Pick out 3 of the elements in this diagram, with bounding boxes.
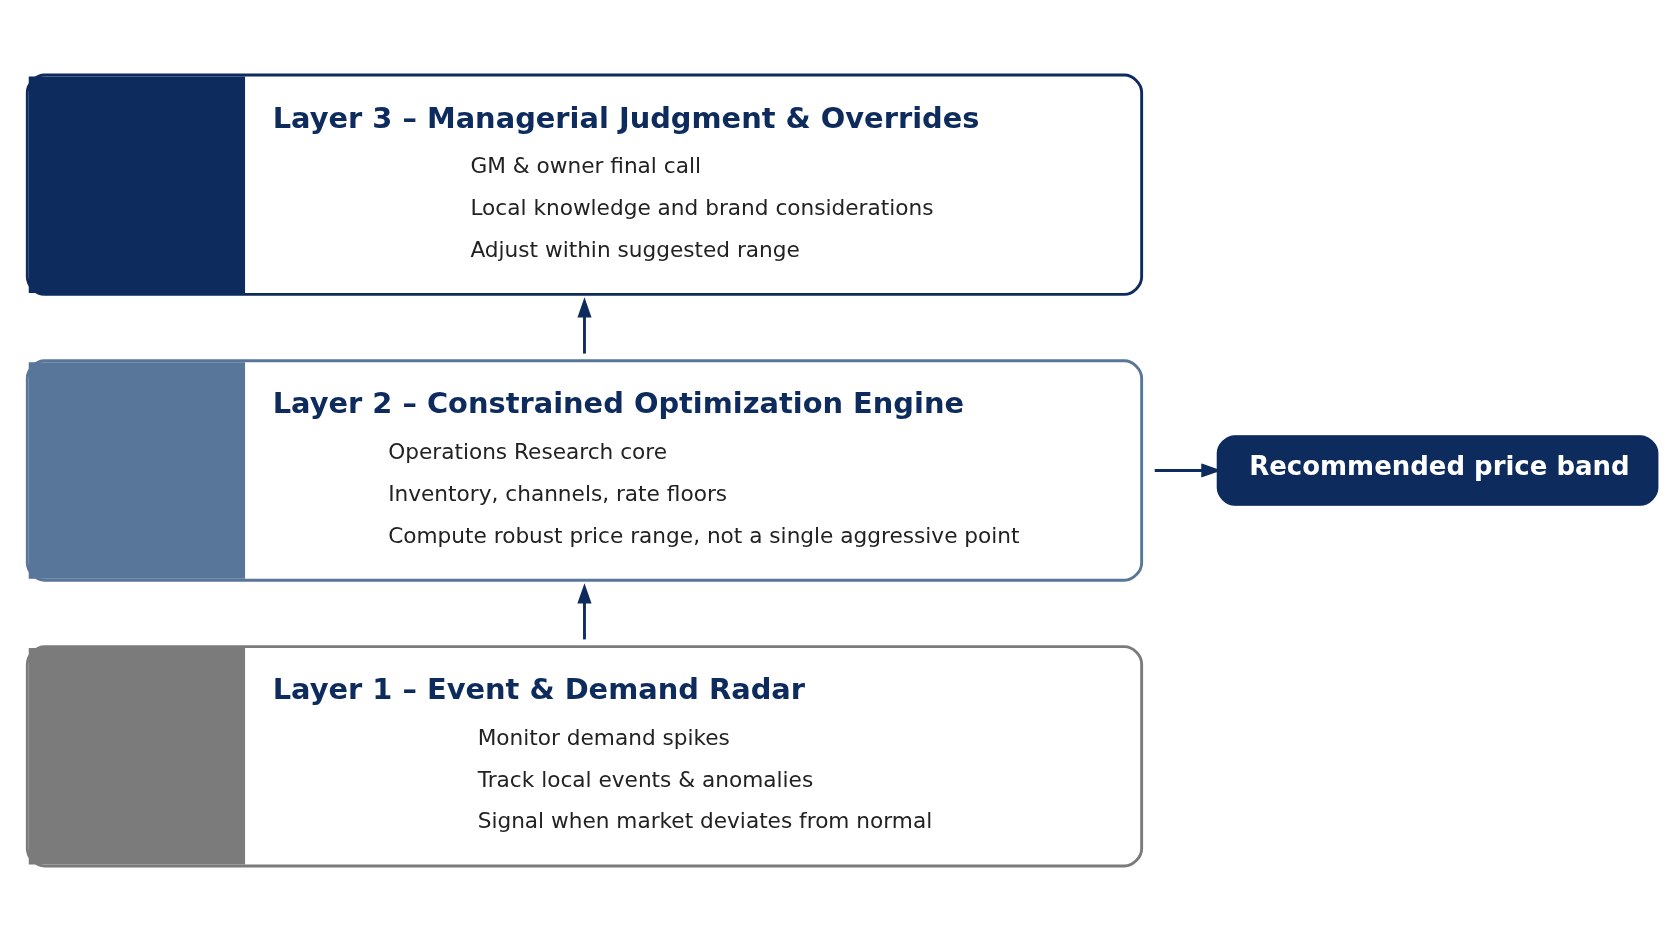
- arrow: [577, 583, 592, 640]
- arrow: [577, 297, 592, 354]
- node-box: Recommended price band: [1216, 435, 1659, 506]
